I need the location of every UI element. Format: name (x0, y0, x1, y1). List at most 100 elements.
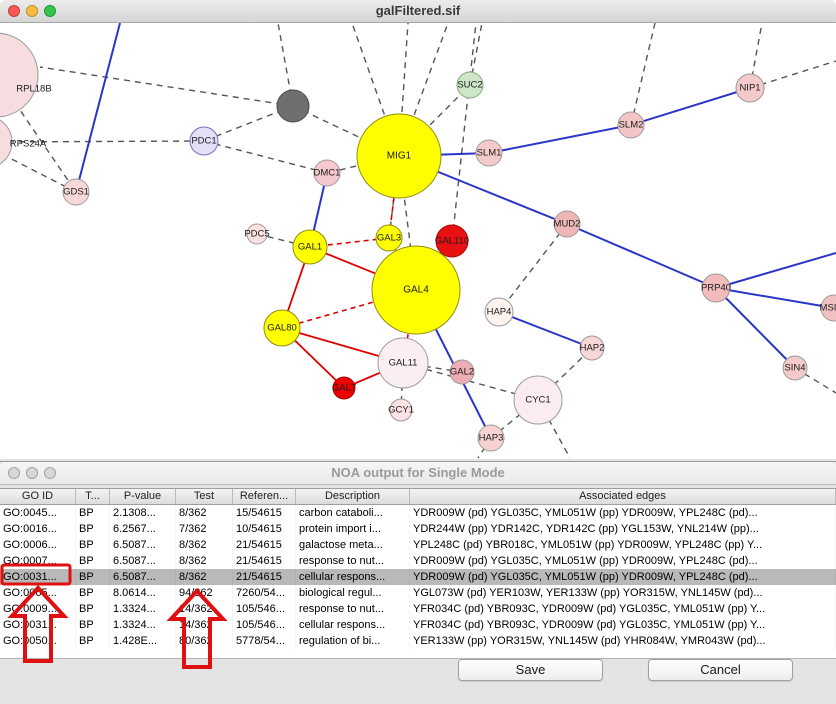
network-node-sin4[interactable] (782, 355, 808, 381)
table-cell: 14/362 (176, 601, 233, 617)
column-header-go-id[interactable]: GO ID (0, 489, 76, 504)
node-label-gal2: GAL2 (450, 367, 474, 378)
network-node-hap3[interactable] (477, 424, 505, 452)
graph-window-titlebar[interactable]: galFiltered.sif (0, 0, 836, 23)
minimize-button[interactable] (26, 467, 38, 479)
node-label-slm2: SLM2 (619, 120, 644, 131)
node-label-msi: MSI (820, 303, 836, 314)
network-node-gal3[interactable] (375, 224, 403, 252)
network-node-gray[interactable] (276, 89, 310, 123)
network-edge (0, 140, 205, 143)
network-edge (715, 287, 796, 369)
network-canvas[interactable]: RPL18BRPS24AGDS1PDC1DMC1MIG1SUC2SLM1SLM2… (0, 23, 836, 459)
column-header-referen[interactable]: Referen... (233, 489, 296, 504)
network-node-prp40[interactable] (701, 273, 731, 303)
network-node-rpl18b[interactable] (0, 32, 39, 118)
table-cell: 94/362 (176, 585, 233, 601)
network-node-gal11[interactable] (377, 337, 429, 389)
noa-window-titlebar[interactable]: NOA output for Single Mode (0, 462, 836, 485)
table-cell: 21/54615 (233, 553, 296, 569)
table-cell: 80/362 (176, 633, 233, 649)
network-node-gal4[interactable] (371, 245, 461, 335)
table-cell: BP (76, 553, 110, 569)
network-node-hap2[interactable] (579, 335, 605, 361)
network-node-gal110[interactable] (435, 224, 469, 258)
network-node-gal80[interactable] (263, 309, 301, 347)
network-node-pdc1[interactable] (189, 126, 219, 156)
column-header-p-value[interactable]: P-value (110, 489, 176, 504)
table-cell: GO:0016... (0, 521, 76, 537)
network-node-pdc5[interactable] (246, 223, 268, 245)
zoom-button[interactable] (44, 5, 56, 17)
network-edge (388, 155, 400, 239)
column-header-description[interactable]: Description (296, 489, 410, 504)
network-edge (39, 66, 294, 107)
network-node-hap4[interactable] (484, 297, 514, 327)
network-node-gal2[interactable] (449, 359, 475, 385)
network-node-mig1[interactable] (356, 113, 442, 199)
table-cell: YFR034C (pd) YBR093C, YDR009W (pd) YGL03… (410, 617, 836, 633)
node-label-hap3: HAP3 (479, 433, 504, 444)
network-node-gal1[interactable] (292, 229, 328, 265)
table-cell: 5778/54... (233, 633, 296, 649)
table-cell: 15/54615 (233, 505, 296, 521)
node-label-gal110: GAL110 (435, 236, 469, 247)
table-cell: response to nut... (296, 601, 410, 617)
table-cell: cellular respons... (296, 569, 410, 585)
window-controls (8, 467, 56, 479)
save-button[interactable]: Save (458, 659, 603, 681)
table-cell: GO:0031... (0, 569, 76, 585)
close-button[interactable] (8, 467, 20, 479)
table-cell: biological regul... (296, 585, 410, 601)
column-header-associated-edges[interactable]: Associated edges (410, 489, 836, 504)
table-cell: 8.0614... (110, 585, 176, 601)
node-label-gal7: GAL7 (332, 383, 356, 394)
node-label-mig1: MIG1 (387, 151, 412, 162)
node-label-cyc1: CYC1 (525, 395, 550, 406)
table-cell: 105/546... (233, 617, 296, 633)
table-cell: BP (76, 521, 110, 537)
network-edge (203, 140, 328, 174)
network-node-slm1[interactable] (475, 139, 503, 167)
close-button[interactable] (8, 5, 20, 17)
table-cell: BP (76, 569, 110, 585)
table-cell: YDR009W (pd) YGL035C, YML051W (pp) YDR00… (410, 569, 836, 585)
network-node-nip1[interactable] (735, 73, 765, 103)
network-node-gal7[interactable] (332, 376, 356, 400)
node-label-gcy1: GCY1 (388, 405, 414, 416)
network-node-slm2[interactable] (617, 111, 645, 139)
network-node-cyc1[interactable] (513, 375, 563, 425)
network-node-suc2[interactable] (456, 71, 484, 99)
column-header-t[interactable]: T... (76, 489, 110, 504)
table-cell: BP (76, 585, 110, 601)
network-node-gcy1[interactable] (389, 398, 413, 422)
table-cell: 21/54615 (233, 537, 296, 553)
minimize-button[interactable] (26, 5, 38, 17)
node-label-gal11: GAL11 (389, 358, 418, 369)
table-cell: 1.428E... (110, 633, 176, 649)
column-header-test[interactable]: Test (176, 489, 233, 504)
cancel-button[interactable]: Cancel (648, 659, 793, 681)
network-edge (630, 23, 656, 126)
network-node-rps24a[interactable] (0, 116, 13, 168)
table-cell: 1.3324... (110, 617, 176, 633)
network-node-dmc1[interactable] (313, 159, 341, 187)
node-label-pdc5: PDC5 (244, 229, 269, 240)
zoom-button[interactable] (44, 467, 56, 479)
network-node-gds1[interactable] (62, 178, 90, 206)
network-edge (749, 60, 836, 89)
table-cell: YPL248C (pd) YBR018C, YML051W (pp) YDR00… (410, 537, 836, 553)
network-node-msi[interactable] (820, 294, 836, 322)
network-node-mud2[interactable] (553, 210, 581, 238)
